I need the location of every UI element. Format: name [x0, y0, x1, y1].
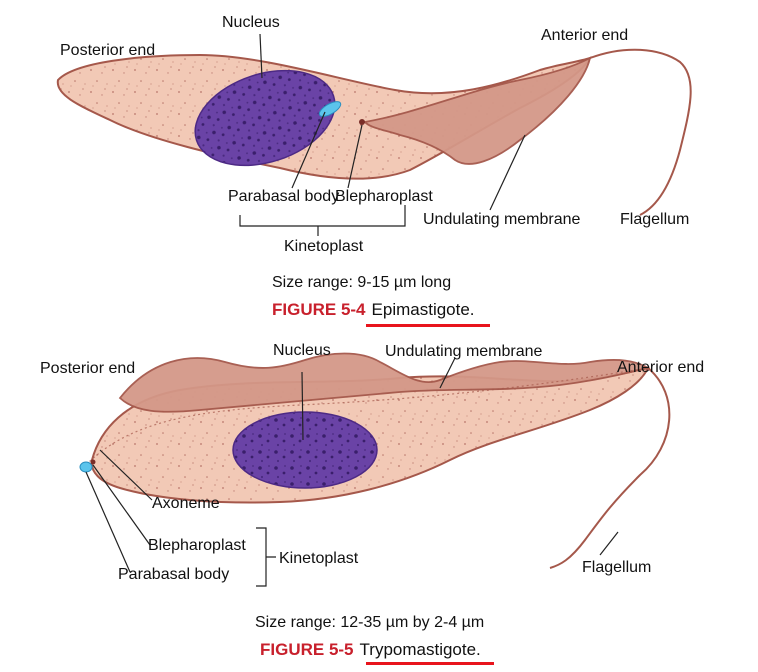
epimastigote-name-underline	[366, 324, 490, 327]
trypomastigote-size-range: Size range: 12-35 µm by 2-4 µm	[255, 614, 484, 632]
epimastigote-flagellum	[590, 50, 691, 215]
trypomastigote-blepharoplast-label: Blepharoplast	[148, 537, 246, 555]
epimastigote-figure-number: FIGURE 5-4	[272, 300, 366, 319]
epimastigote-posterior-end-label: Posterior end	[60, 42, 155, 60]
trypomastigote-anterior-end-label: Anterior end	[617, 359, 704, 377]
trypomastigote-nucleus	[233, 412, 377, 488]
epimastigote-blepharoplast	[359, 119, 365, 125]
trypomastigote-undulating-membrane-label: Undulating membrane	[385, 343, 542, 361]
trypomastigote-axoneme-label: Axoneme	[152, 495, 220, 513]
trypomastigote-name-underline	[366, 662, 494, 665]
trypomastigote-kinetoplast-label: Kinetoplast	[279, 550, 358, 568]
epimastigote-parabasal-body-label: Parabasal body	[228, 188, 339, 206]
epimastigote-blepharoplast-label: Blepharoplast	[335, 188, 433, 206]
trypomastigote-figure-caption: FIGURE 5-5 Trypomastigote.	[260, 640, 481, 660]
trypomastigote-figure-number: FIGURE 5-5	[260, 640, 354, 659]
epimastigote-kinetoplast-label: Kinetoplast	[284, 238, 363, 256]
trypomastigote-nucleus-label: Nucleus	[273, 342, 331, 360]
trypomastigote-figure	[80, 354, 669, 569]
trypomastigote-figure-name: Trypomastigote.	[360, 640, 481, 659]
epimastigote-figure-name: Epimastigote.	[372, 300, 475, 319]
epimastigote-flagellum-label: Flagellum	[620, 211, 689, 229]
trypomastigote-parabasal-body	[80, 462, 92, 472]
epimastigote-nucleus-label: Nucleus	[222, 14, 280, 32]
trypomastigote-posterior-end-label: Posterior end	[40, 360, 135, 378]
epimastigote-size-range: Size range: 9-15 µm long	[272, 274, 451, 292]
trypomastigote-parabasal-body-label: Parabasal body	[118, 566, 229, 584]
trypomastigote-blepharoplast	[91, 460, 96, 465]
trypomastigote-flagellum-label: Flagellum	[582, 559, 651, 577]
epimastigote-figure-caption: FIGURE 5-4 Epimastigote.	[272, 300, 475, 320]
epimastigote-undulating-membrane-label: Undulating membrane	[423, 211, 580, 229]
epimastigote-anterior-end-label: Anterior end	[541, 27, 628, 45]
